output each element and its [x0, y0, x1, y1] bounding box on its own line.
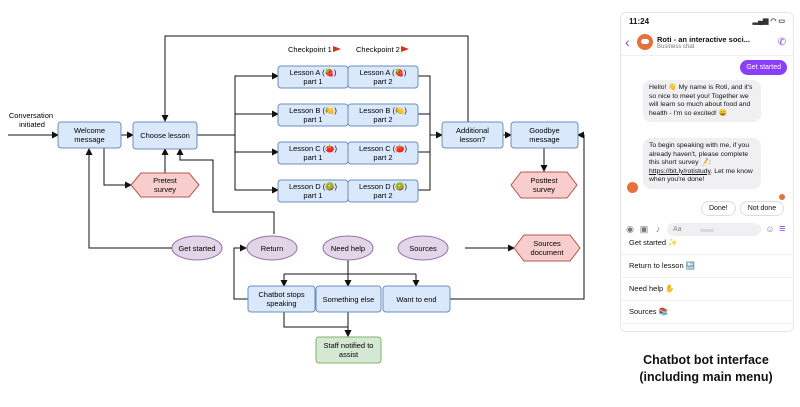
need-help-option: Need help [322, 235, 374, 261]
svg-text:Choose lesson: Choose lesson [140, 131, 190, 140]
bot-message: Hello! 👋 My name is Roti, and it's so ni… [643, 80, 761, 123]
survey-link[interactable]: https://bit.ly/rotistudy [649, 167, 711, 175]
start-label: Conversation initiated [9, 111, 55, 129]
bot-message: To begin speaking with me, if you alread… [643, 138, 761, 189]
menu-item-get-started[interactable]: Get started ✨ [620, 232, 792, 255]
menu-icon[interactable]: ≡ [779, 223, 786, 235]
lesson-b-part1-node: Lesson B (🍋)part 1 [277, 103, 349, 127]
image-icon[interactable]: ▣ [639, 224, 649, 234]
quick-reply-not-done[interactable]: Not done [739, 201, 785, 216]
figure-caption: Chatbot bot interface (including main me… [639, 353, 773, 384]
lesson-a-part1-node: Lesson A (🍓)part 1 [277, 65, 349, 89]
chat-subtitle: Business chat [657, 43, 695, 50]
get-started-option: Get started [171, 235, 223, 261]
message-thread: Get started Hello! 👋 My name is Roti, an… [621, 56, 793, 210]
phone-call-icon[interactable]: ✆ [777, 36, 787, 48]
svg-text:Checkpoint 1: Checkpoint 1 [288, 45, 332, 54]
quick-reply-done[interactable]: Done! [701, 201, 736, 216]
status-icons: ▂▄▆ ◠ ▭ [752, 18, 785, 25]
lesson-a-part2-node: Lesson A (🍓)part 2 [347, 65, 419, 89]
svg-text:Lesson D (🥝)part 2: Lesson D (🥝)part 2 [359, 181, 408, 200]
connectors [8, 35, 585, 337]
avatar[interactable] [637, 34, 653, 50]
clock: 11:24 [629, 16, 650, 26]
sources-option: Sources [397, 235, 449, 261]
menu-item-sources[interactable]: Sources 📚 [620, 301, 792, 324]
message-input[interactable]: Aa [667, 222, 761, 236]
lesson-b-part2-node: Lesson B (🍋)part 2 [347, 103, 419, 127]
status-bar: 11:24 ▂▄▆ ◠ ▭ [621, 13, 793, 29]
chat-header: ‹ Roti - an interactive soci... Business… [621, 29, 793, 56]
chat-title: Roti - an interactive soci... [657, 34, 750, 44]
phone-chat-screen: 11:24 ▂▄▆ ◠ ▭ ‹ Roti - an interactive so… [620, 12, 794, 332]
lesson-d-part2-node: Lesson D (🥝)part 2 [347, 179, 419, 203]
svg-text:Lesson D (🥝)part 1: Lesson D (🥝)part 1 [289, 181, 338, 200]
back-chevron-icon[interactable]: ‹ [625, 34, 630, 50]
chat-title-block[interactable]: Roti - an interactive soci... Business c… [657, 35, 775, 50]
menu-item-return-to-lesson[interactable]: Return to lesson 🔙 [620, 255, 792, 278]
svg-text:Lesson C (🍅)part 2: Lesson C (🍅)part 2 [359, 144, 408, 162]
microphone-icon[interactable]: ♪ [655, 224, 661, 234]
svg-text:Need help: Need help [331, 244, 365, 253]
svg-text:Lesson C (🍅)part 1: Lesson C (🍅)part 1 [289, 144, 338, 162]
checkpoint-1: Checkpoint 1 [288, 45, 341, 54]
camera-icon[interactable]: ◉ [626, 224, 634, 234]
choose-lesson-node: Choose lesson [132, 121, 198, 150]
svg-text:Want to end: Want to end [396, 295, 436, 304]
main-menu: Get started ✨ Return to lesson 🔙 Need he… [620, 232, 792, 324]
svg-text:Lesson A (🍓)part 1: Lesson A (🍓)part 1 [290, 68, 337, 86]
svg-text:Something else: Something else [323, 295, 375, 304]
flag-icon [401, 46, 409, 52]
bot-avatar [627, 182, 638, 193]
composer-bar: ◉ ▣ ♪ Aa ☺ ≡ [621, 219, 793, 239]
checkpoint-2: Checkpoint 2 [356, 45, 409, 54]
read-receipt-avatar [779, 194, 785, 200]
lesson-c-part2-node: Lesson C (🍅)part 2 [347, 141, 419, 165]
svg-text:Lesson A (🍓)part 2: Lesson A (🍓)part 2 [360, 68, 407, 86]
flowchart: Conversation initiated Checkpoint 1 Chec… [8, 35, 585, 364]
emoji-icon[interactable]: ☺ [765, 224, 775, 234]
svg-text:Return: Return [261, 244, 284, 253]
quick-replies: Done! Not done [701, 201, 785, 216]
sheet-handle[interactable] [700, 229, 714, 232]
return-option: Return [246, 235, 298, 261]
menu-item-need-help[interactable]: Need help ✋ [620, 278, 792, 301]
want-to-end-node: Want to end [382, 285, 451, 313]
lesson-d-part1-node: Lesson D (🥝)part 1 [277, 179, 349, 203]
svg-text:Sources: Sources [409, 244, 437, 253]
svg-text:Checkpoint 2: Checkpoint 2 [356, 45, 400, 54]
svg-text:Lesson B (🍋)part 2: Lesson B (🍋)part 2 [359, 106, 407, 124]
lesson-c-part1-node: Lesson C (🍅)part 1 [277, 141, 349, 165]
something-else-node: Something else [315, 285, 382, 313]
svg-text:Lesson B (🍋)part 1: Lesson B (🍋)part 1 [289, 106, 337, 124]
user-message: Get started [740, 60, 787, 75]
svg-text:Get started: Get started [178, 244, 215, 253]
flag-icon [333, 46, 341, 52]
